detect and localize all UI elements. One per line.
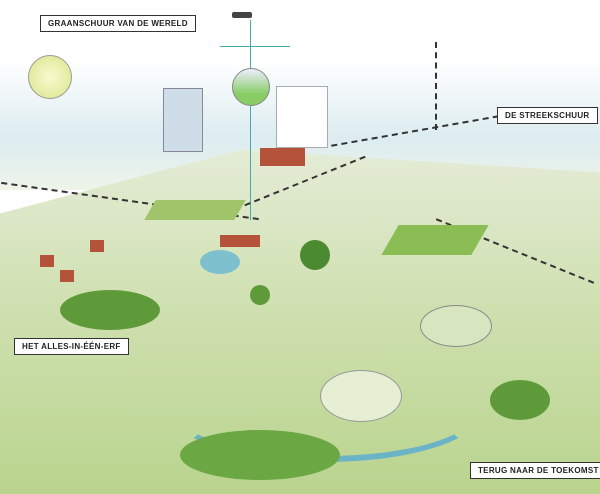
cow-circle <box>232 68 270 106</box>
tree <box>250 285 270 305</box>
drone-icon <box>232 12 252 18</box>
region-label-graanschuur: GRAANSCHUUR VAN DE WERELD <box>40 15 196 32</box>
region-label-toekomst: TERUG NAAR DE TOEKOMST <box>470 462 600 479</box>
tree <box>300 240 330 270</box>
plant-panel <box>276 86 328 148</box>
field <box>381 225 489 255</box>
region-label-streekschuur: DE STREEKSCHUUR <box>497 107 598 124</box>
house <box>60 270 74 282</box>
axis-vertical <box>250 20 251 220</box>
house <box>220 235 260 247</box>
barn <box>260 148 305 166</box>
forest <box>490 380 550 420</box>
vertical-farm-building <box>163 88 203 152</box>
field <box>144 200 246 220</box>
axis-horizontal <box>220 46 290 47</box>
globe <box>28 55 72 99</box>
divider <box>435 42 437 130</box>
region-label-erf: HET ALLES-IN-ÉÉN-ERF <box>14 338 129 355</box>
farm-circle <box>420 305 492 347</box>
house <box>90 240 104 252</box>
house <box>40 255 54 267</box>
forest <box>180 430 340 480</box>
community-circle <box>320 370 402 422</box>
forest <box>60 290 160 330</box>
pond <box>200 250 240 274</box>
